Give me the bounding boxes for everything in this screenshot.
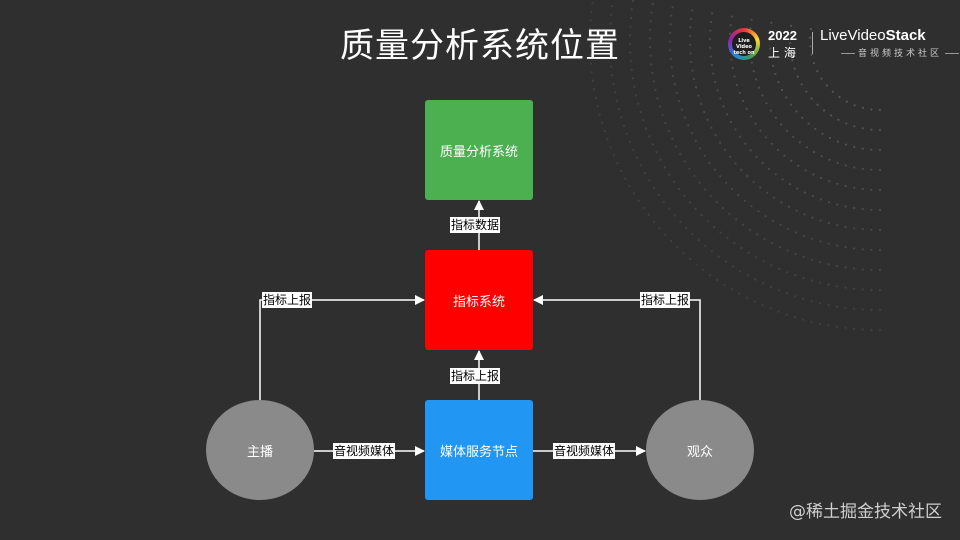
node-label: 质量分析系统 [439,144,518,160]
media-service-node: 媒体服务节点 [425,400,533,500]
logo-year: 2022 [768,28,797,43]
edge-label-metrics-data: 指标数据 [450,217,501,233]
edge-label-viewer-report: 指标上报 [640,292,691,308]
community-label: 音视频技术社区 [838,46,960,59]
logo-separator [812,32,813,54]
livevideo-badge-icon: Live Video tech on [728,28,760,60]
arrow-viewer-to-metrics [533,295,701,400]
logo-city: 上 海 [768,46,796,60]
node-label: 指标系统 [452,294,505,310]
node-label: 主播 [246,444,273,460]
node-label: 观众 [686,444,713,460]
node-label: 媒体服务节点 [439,444,518,460]
edge-label-media-report: 指标上报 [450,368,501,384]
badge-text: Live Video tech on [732,32,756,56]
edge-label-media-viewer: 音视频媒体 [553,443,616,459]
quality-analysis-system-node: 质量分析系统 [425,100,533,200]
viewer-node: 观众 [646,400,754,500]
event-logo: Live Video tech on 2022 上 海 LiveVideoSta… [728,26,939,62]
host-node: 主播 [206,400,314,500]
page-title: 质量分析系统位置 [340,26,620,66]
metrics-system-node: 指标系统 [425,250,533,350]
edge-label-host-report: 指标上报 [262,292,313,308]
brand-prefix: LiveVideo [820,27,886,44]
watermark: @稀土掘金技术社区 [789,502,942,522]
brand-name: LiveVideoStack [820,27,926,44]
edge-label-host-media: 音视频媒体 [333,443,396,459]
brand-suffix: Stack [885,27,926,44]
arrow-host-to-metrics [259,295,425,400]
